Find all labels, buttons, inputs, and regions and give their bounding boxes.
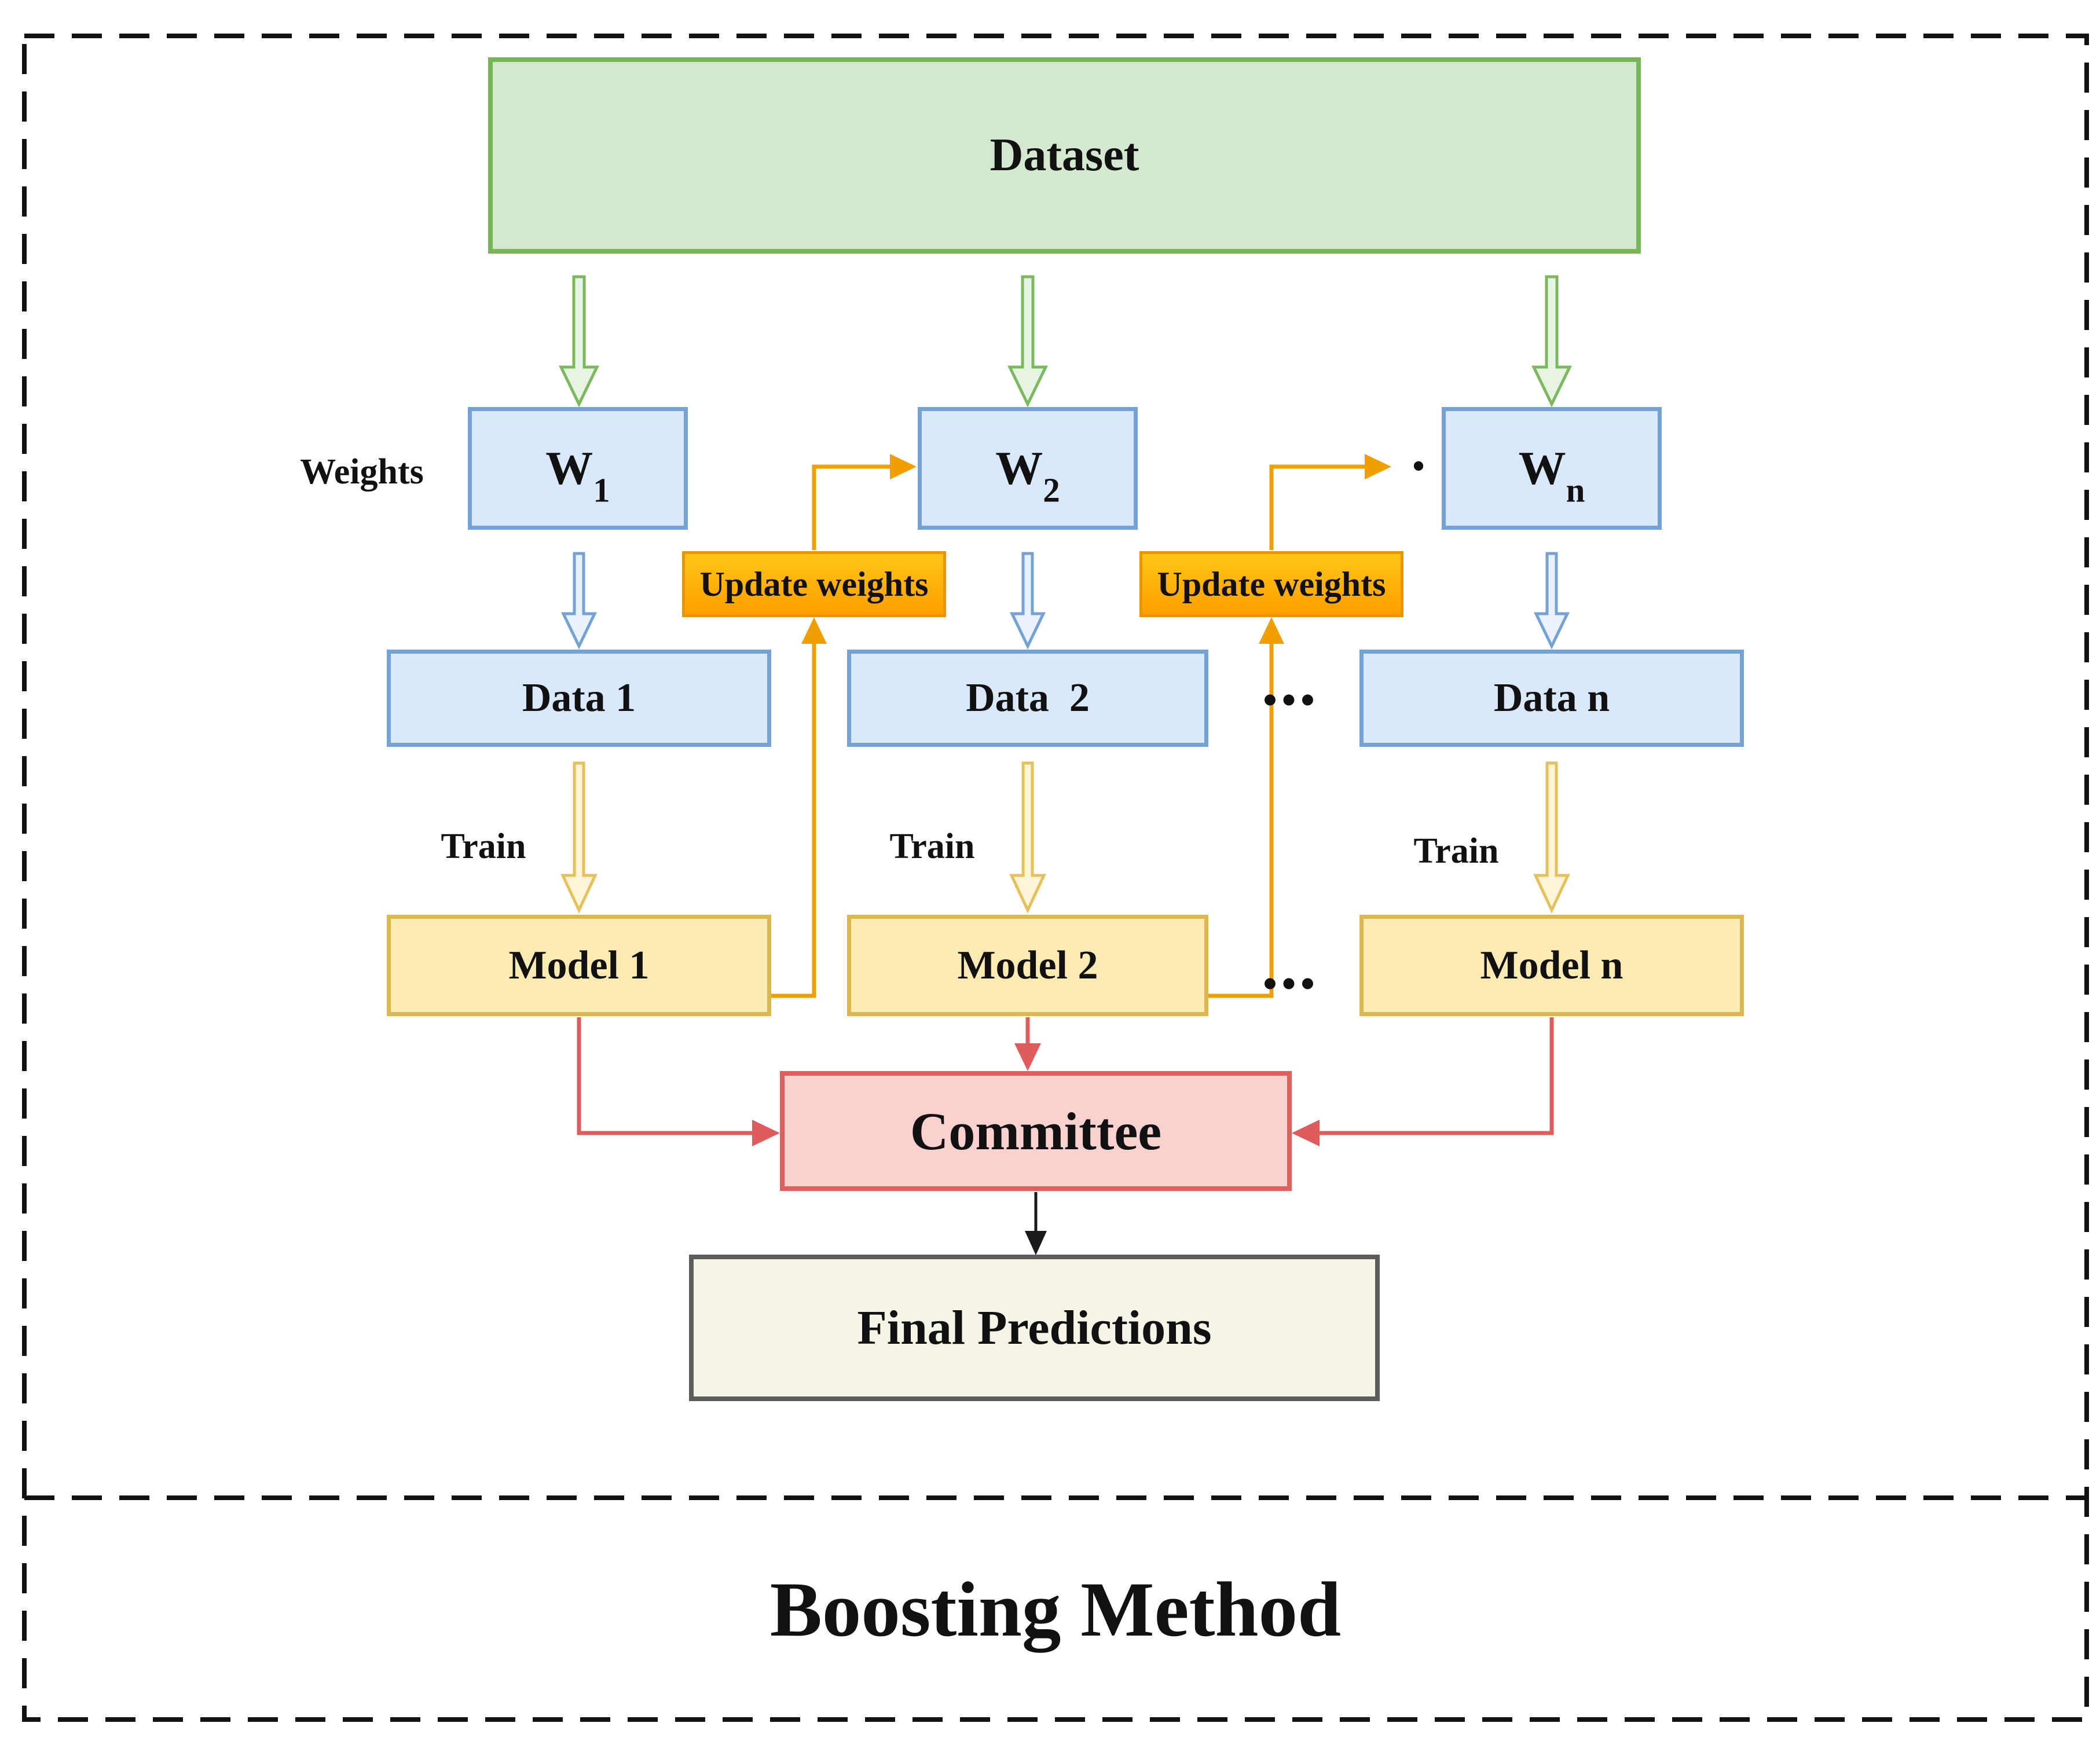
w1-label: W [545, 442, 593, 494]
w2-in-arrowhead [890, 454, 917, 479]
modeln-to-committee-line [1303, 1017, 1554, 1135]
model-2-label: Model 2 [957, 943, 1098, 988]
w1-to-data1-arrow [561, 552, 597, 650]
model-box-2: Model 2 [847, 915, 1208, 1016]
data1-train-arrow [560, 761, 598, 914]
diagram-caption: Boosting Method [769, 1566, 1342, 1653]
model-row-ellipsis: ••• [1263, 962, 1320, 1006]
w2-label: W [995, 442, 1043, 494]
data-row-ellipsis: ••• [1263, 678, 1320, 723]
committee-left-arrowhead [752, 1120, 780, 1146]
wn-label: W [1518, 442, 1566, 494]
model-box-1: Model 1 [387, 915, 771, 1016]
model1-to-update1-line [771, 625, 816, 998]
datan-train-arrow [1533, 761, 1570, 914]
dataset-label: Dataset [989, 130, 1139, 181]
update1-in-arrowhead [801, 617, 827, 644]
wn-subscript: n [1566, 471, 1585, 509]
weights-row-label: Weights [300, 452, 424, 492]
committee-right-arrowhead [1292, 1120, 1320, 1146]
data-2-label: Data 2 [966, 676, 1090, 720]
model1-to-committee-line [577, 1017, 769, 1135]
dataset-to-w1-arrow [559, 275, 599, 408]
data-box-n: Data n [1359, 650, 1744, 747]
data2-train-arrow [1009, 761, 1046, 914]
update-weights-box-2: Update weights [1139, 551, 1403, 617]
update1-to-w2-line [812, 464, 904, 550]
update-weights-box-1: Update weights [682, 551, 946, 617]
data-1-label: Data 1 [522, 676, 636, 720]
model-1-label: Model 1 [508, 943, 650, 988]
update2-to-wn-line [1269, 464, 1379, 550]
outer-dashed-border [22, 34, 2089, 1722]
w2-to-data2-arrow [1010, 552, 1046, 650]
final-predictions-box: Final Predictions [689, 1255, 1380, 1401]
committee-box: Committee [780, 1071, 1292, 1191]
final-top-arrowhead [1025, 1231, 1047, 1255]
model-box-n: Model n [1359, 915, 1744, 1016]
train-label-2: Train [889, 826, 975, 866]
pre-wn-ellipsis-dot: • [1412, 446, 1425, 485]
w1-subscript: 1 [593, 471, 610, 509]
wn-in-arrowhead [1365, 454, 1391, 479]
model-n-label: Model n [1480, 943, 1623, 988]
update-weights-1-label: Update weights [699, 564, 929, 603]
model2-to-update2-line [1208, 625, 1274, 998]
committee-top-arrowhead [1014, 1043, 1041, 1071]
data-n-label: Data n [1493, 676, 1610, 720]
dataset-to-wn-arrow [1531, 275, 1572, 408]
data-box-1: Data 1 [387, 650, 771, 747]
final-predictions-label: Final Predictions [857, 1301, 1212, 1355]
wn-to-datan-arrow [1534, 552, 1570, 650]
w2-subscript: 2 [1043, 471, 1060, 509]
update2-in-arrowhead [1259, 617, 1284, 644]
data-box-2: Data 2 [847, 650, 1208, 747]
committee-label: Committee [910, 1101, 1162, 1161]
dataset-box: Dataset [488, 57, 1641, 254]
train-label-1: Train [441, 826, 526, 866]
update-weights-2-label: Update weights [1157, 564, 1386, 603]
train-label-n: Train [1413, 831, 1499, 871]
dataset-to-w2-arrow [1007, 275, 1048, 408]
